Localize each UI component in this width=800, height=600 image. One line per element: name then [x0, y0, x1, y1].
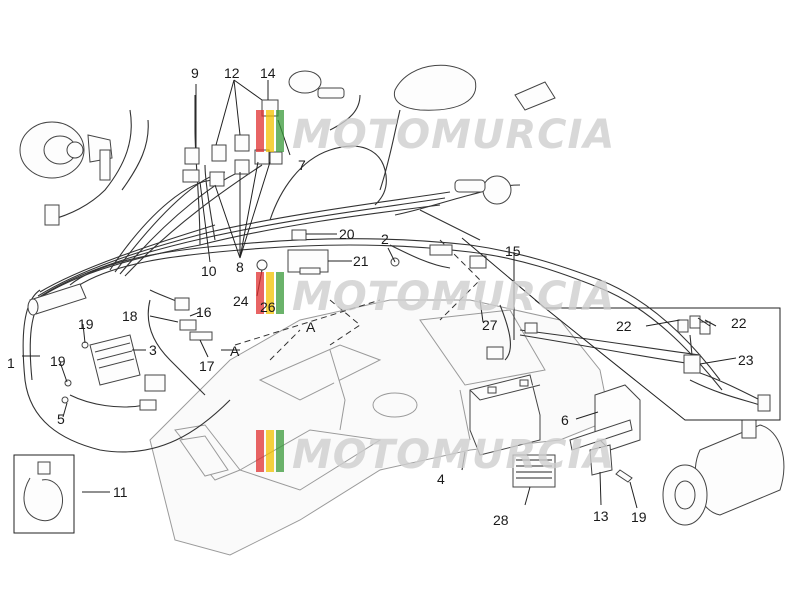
dashed-outlines	[234, 239, 481, 361]
label-sticker	[512, 454, 556, 488]
callout-19-b: 19	[50, 353, 66, 369]
callout-18: 18	[122, 308, 138, 324]
relay-connectors	[182, 99, 283, 187]
callout-2: 2	[381, 231, 389, 247]
callout-22-a: 22	[616, 318, 632, 334]
watermark-top: MOTOMURCIA	[256, 110, 615, 158]
cable-tie-box	[13, 454, 75, 534]
callout-27: 27	[482, 317, 498, 333]
watermark-middle: MOTOMURCIA	[256, 272, 615, 320]
callout-14: 14	[260, 65, 276, 81]
callout-10: 10	[201, 263, 217, 279]
watermark-text-bottom: MOTOMURCIA	[292, 432, 615, 478]
screws	[61, 341, 633, 483]
callout-22-b: 22	[731, 315, 747, 331]
callout-15: 15	[505, 243, 521, 259]
watermark-text-top: MOTOMURCIA	[292, 112, 615, 158]
rear-turn-signal	[454, 175, 512, 205]
callout-11: 11	[113, 484, 128, 500]
voltage-regulator	[89, 334, 141, 386]
fuse-box	[256, 229, 329, 275]
harness-sleeve	[27, 283, 87, 316]
headlight-assembly	[19, 121, 113, 226]
callout-26: 26	[260, 299, 276, 315]
callout-13: 13	[593, 508, 609, 524]
callout-24: 24	[233, 293, 249, 309]
callout-17: 17	[199, 358, 215, 374]
watermark-text-middle: MOTOMURCIA	[292, 274, 615, 320]
callout-21: 21	[353, 253, 369, 269]
callout-labels: 9 12 14 7 10 8 20 21 24 26 2 15 16 18 19…	[7, 65, 754, 528]
front-turn-signal-left	[288, 70, 345, 99]
callout-A-left: A	[230, 343, 240, 359]
callout-19-c: 19	[631, 509, 647, 525]
frame-body	[149, 299, 611, 556]
connector-cluster	[139, 297, 213, 411]
callout-5: 5	[57, 411, 65, 427]
callout-23: 23	[738, 352, 754, 368]
callout-19-a: 19	[78, 316, 94, 332]
callout-A-upper: A	[306, 319, 316, 335]
callout-16: 16	[196, 304, 212, 320]
callout-8: 8	[236, 259, 244, 275]
callout-7: 7	[298, 157, 306, 173]
callout-1: 1	[7, 355, 15, 371]
callout-9: 9	[191, 65, 199, 81]
callout-4: 4	[437, 471, 445, 487]
leader-lines	[22, 79, 737, 509]
callout-28: 28	[493, 512, 509, 528]
starter-relay-bracket	[569, 384, 641, 476]
harness-connectors	[390, 244, 487, 269]
taillight	[393, 64, 477, 111]
callout-6: 6	[561, 412, 569, 428]
battery	[469, 346, 541, 456]
inset-detail-box	[461, 237, 781, 421]
starter-motor	[662, 419, 785, 526]
front-turn-signal-right	[514, 81, 556, 111]
callout-12: 12	[224, 65, 240, 81]
callout-20: 20	[339, 226, 355, 242]
watermark-bottom: MOTOMURCIA	[256, 430, 615, 478]
callout-3: 3	[149, 342, 157, 358]
